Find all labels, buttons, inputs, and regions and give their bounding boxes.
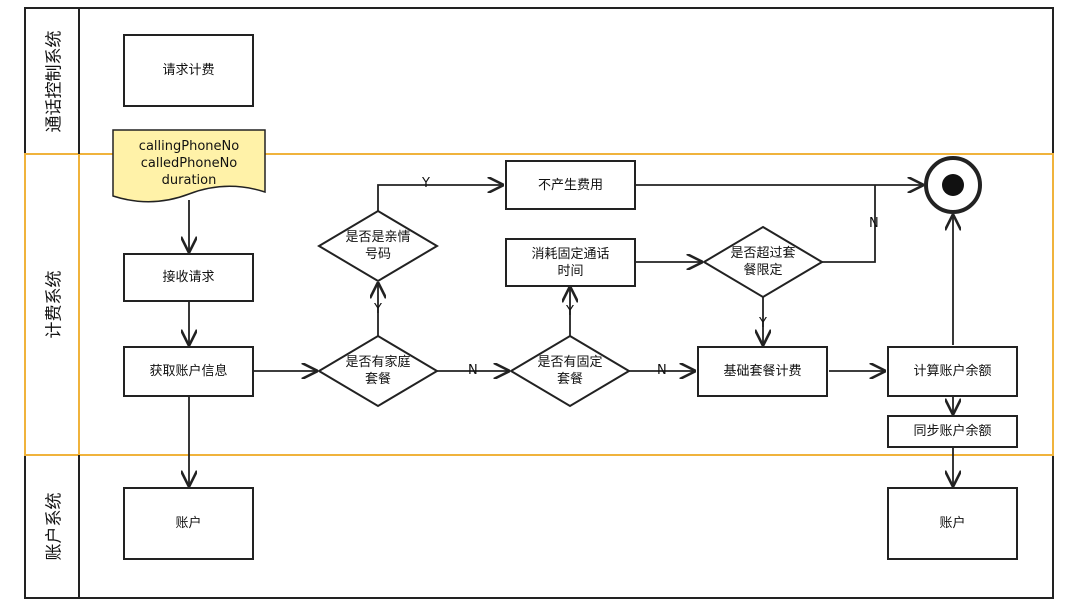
lane-label-call-control: 通话控制系统 <box>26 9 78 153</box>
decision-relative-number <box>317 209 439 283</box>
process-get-account-info: 获取账户信息 <box>123 346 254 397</box>
process-account-left: 账户 <box>123 487 254 560</box>
decision-exceed-limit-text: 是否超过套 餐限定 <box>730 246 796 278</box>
edge-label-fixed-no: N <box>657 363 667 378</box>
process-calc-balance: 计算账户余额 <box>887 346 1018 397</box>
process-request-billing: 请求计费 <box>123 34 254 107</box>
decision-fixed-plan <box>509 334 631 408</box>
lane-label-billing-text: 计费系统 <box>44 270 65 339</box>
param-duration: duration <box>161 173 217 188</box>
params-document <box>112 129 266 203</box>
process-no-charge: 不产生费用 <box>505 160 636 210</box>
lane-label-account: 账户系统 <box>26 456 78 597</box>
process-account-right: 账户 <box>887 487 1018 560</box>
edge-label-fixed-yes: Y <box>566 304 574 319</box>
params-document-text: callingPhoneNo calledPhoneNo duration <box>113 138 265 189</box>
process-base-plan-billing: 基础套餐计费 <box>697 346 828 397</box>
end-event-core <box>942 174 964 196</box>
edge-relative-yes <box>377 185 503 211</box>
lane-billing <box>24 153 1054 456</box>
decision-fixed-plan-text: 是否有固定 套餐 <box>537 355 603 387</box>
lane-label-call-control-text: 通话控制系统 <box>44 30 65 132</box>
process-receive-request: 接收请求 <box>123 253 254 302</box>
edge-label-exceed-yes: Y <box>759 316 767 331</box>
decision-family-plan-text: 是否有家庭 套餐 <box>345 355 411 387</box>
param-called-phone: calledPhoneNo <box>140 156 238 171</box>
decision-family-plan <box>317 334 439 408</box>
decision-relative-number-text: 是否是亲情 号码 <box>345 230 411 262</box>
process-consume-fixed-time: 消耗固定通话 时间 <box>505 238 636 287</box>
edge-label-relative-yes: Y <box>422 176 430 191</box>
edge-label-family-no: N <box>468 363 478 378</box>
edge-exceed-no <box>822 185 876 263</box>
edge-label-family-yes: Y <box>374 302 382 317</box>
process-sync-balance: 同步账户余额 <box>887 415 1018 448</box>
edge-label-exceed-no: N <box>869 216 879 231</box>
lane-label-billing: 计费系统 <box>26 155 78 454</box>
param-calling-phone: callingPhoneNo <box>138 139 240 154</box>
lane-label-account-text: 账户系统 <box>44 492 65 561</box>
